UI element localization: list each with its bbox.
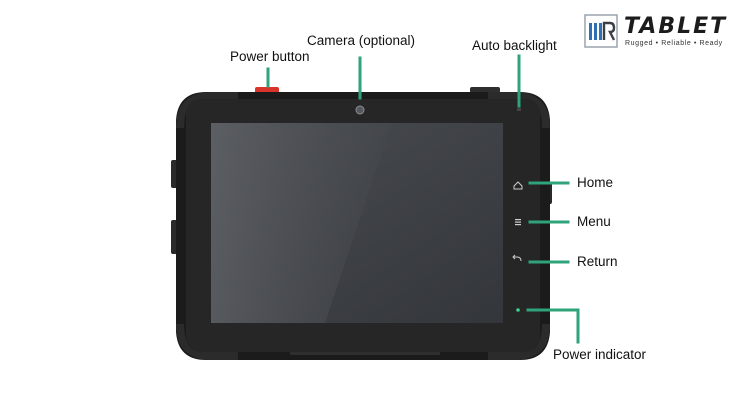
- logo-tagline: Rugged • Reliable • Ready: [625, 40, 723, 47]
- label-power-button: Power button: [230, 49, 310, 64]
- label-return: Return: [577, 254, 618, 269]
- bottom-strip: [290, 352, 440, 355]
- screen-glare: [211, 123, 392, 323]
- label-menu: Menu: [577, 214, 611, 229]
- leader-lines: [266, 54, 580, 344]
- corner-bumper-tr: [488, 92, 550, 128]
- label-power-indicator: Power indicator: [553, 347, 647, 362]
- corner-bumper-tl: [176, 92, 238, 128]
- label-home: Home: [577, 175, 614, 190]
- logo-wordmark: TABLET: [624, 14, 728, 39]
- top-key-right: [470, 87, 500, 93]
- brand-logo: TABLET Rugged • Reliable • Ready: [582, 14, 742, 54]
- return-icon: [512, 254, 522, 262]
- home-icon: [513, 181, 523, 190]
- corner-bumper-br: [488, 324, 550, 360]
- label-camera: Camera (optional): [307, 33, 416, 48]
- light-sensor: [517, 108, 521, 111]
- power-led-icon: [516, 308, 520, 312]
- leader-power-indicator: [526, 308, 580, 344]
- logo-mark-icon: [584, 14, 618, 48]
- menu-icon: [515, 219, 521, 226]
- corner-bumper-bl: [176, 324, 238, 360]
- camera-lens-icon: [355, 105, 365, 115]
- label-auto-backlight: Auto backlight: [472, 38, 557, 53]
